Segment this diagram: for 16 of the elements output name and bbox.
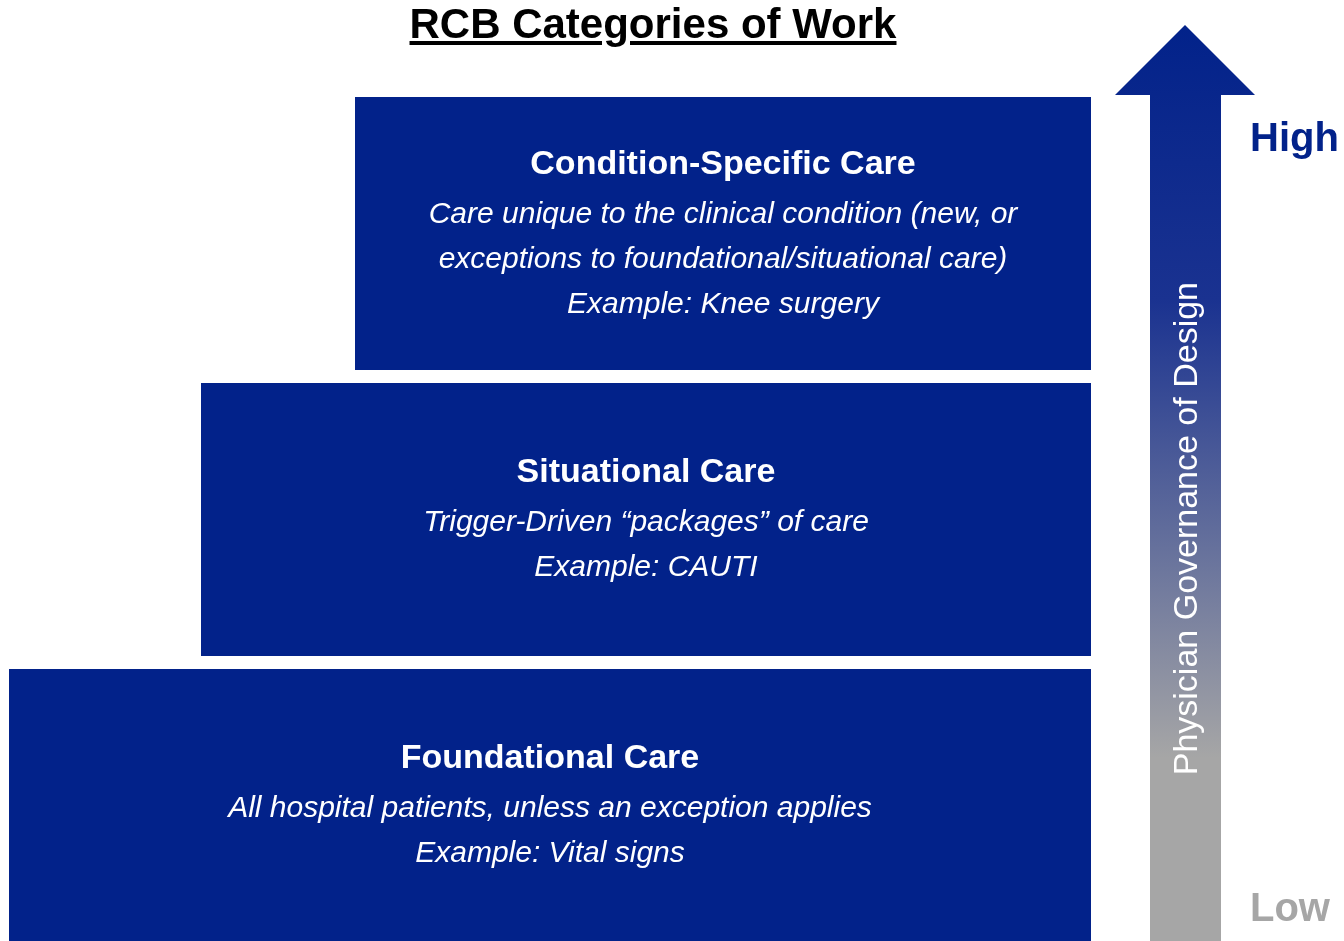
tier-box: [201, 383, 1091, 656]
tier-heading: Condition-Specific Care: [530, 142, 916, 182]
tier-example: Example: Vital signs: [415, 833, 685, 870]
tier-example: Example: Knee surgery: [567, 284, 879, 321]
tier-heading: Situational Care: [516, 451, 776, 490]
tier-heading: Foundational Care: [400, 736, 700, 776]
tier-box: [355, 97, 1091, 370]
tier-description: Care unique to the clinical condition (new, or exceptions to foundational/situational care): [427, 194, 1019, 276]
arrow-label: Physician Governance of Design: [1165, 281, 1205, 775]
tier-description: All hospital patients, unless an exception applies: [228, 788, 872, 825]
title: RCB Categories of Work: [408, 0, 898, 48]
tier-box: [9, 669, 1091, 941]
scale-label: High: [1250, 115, 1339, 160]
scale-label: Low: [1250, 885, 1330, 930]
tier-example: Example: CAUTI: [534, 548, 758, 584]
tier-description: Trigger-Driven “packages” of care: [423, 503, 869, 539]
